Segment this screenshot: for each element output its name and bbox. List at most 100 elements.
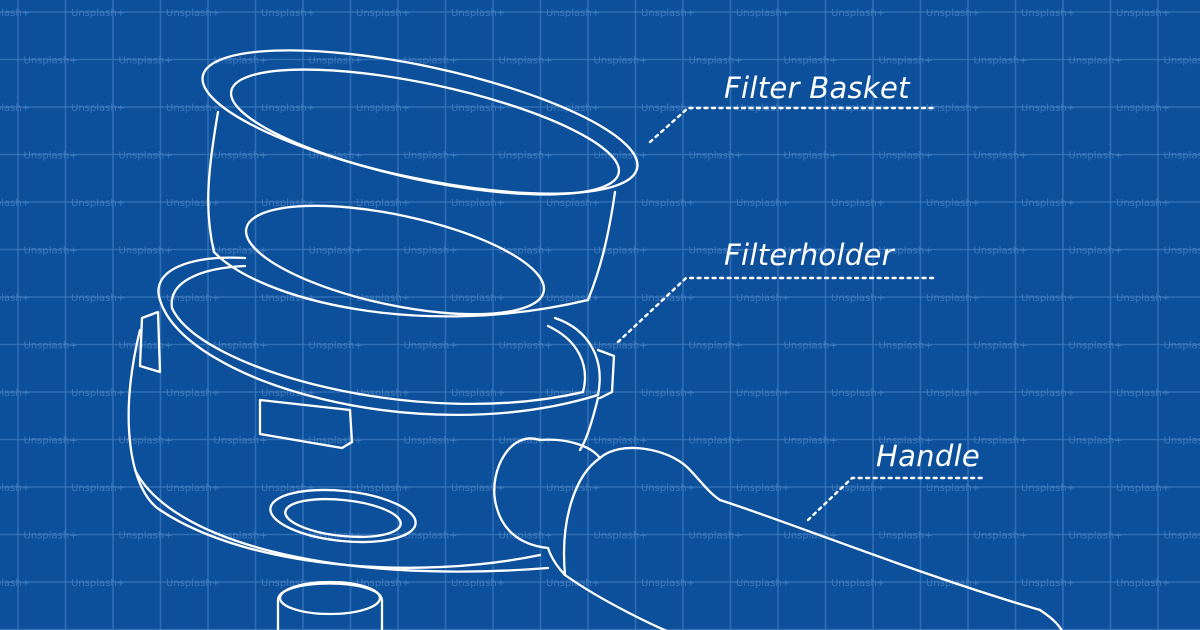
watermark-text: Unsplash+ [119,341,173,352]
watermark-text: Unsplash+ [71,578,125,589]
watermark-text: Unsplash+ [784,341,838,352]
watermark-text: Unsplash+ [926,8,980,19]
filter-basket-rim-inner [229,68,621,196]
callout-leaders [616,106,987,522]
watermark-text: Unsplash+ [736,8,790,19]
filterholder-label: Filterholder [724,238,896,272]
watermark-text: Unsplash+ [1069,56,1123,67]
watermark-text: Unsplash+ [641,578,695,589]
watermark-text: Unsplash+ [356,198,410,209]
watermark-text: Unsplash+ [71,103,125,114]
watermark-text: Unsplash+ [784,436,838,447]
watermark-text: Unsplash+ [404,531,458,542]
watermark-text: Unsplash+ [261,578,315,589]
watermark-text: Unsplash+ [641,103,695,114]
watermark-text: Unsplash+ [689,436,743,447]
watermark-text: Unsplash+ [641,293,695,304]
watermark-text: Unsplash+ [309,151,363,162]
watermark-text: Unsplash+ [1021,198,1075,209]
handle-grip-top [598,446,722,502]
watermark-text: Unsplash+ [1069,436,1123,447]
watermark-text: Unsplash+ [24,56,78,67]
watermark-text: Unsplash+ [404,246,458,257]
filterholder-body-right [578,396,600,452]
watermark-text: Unsplash+ [0,578,30,589]
watermark-text: Unsplash+ [974,341,1028,352]
watermark-text: Unsplash+ [1069,341,1123,352]
watermark-text: Unsplash+ [356,103,410,114]
watermark-text: Unsplash+ [309,56,363,67]
watermark-text: Unsplash+ [71,293,125,304]
watermark-text: Unsplash+ [499,531,553,542]
watermark-text: Unsplash+ [166,483,220,494]
watermark-text: Unsplash+ [784,246,838,257]
filter-basket-drawing [201,49,639,318]
filterholder-rim-right [553,316,601,397]
watermark-text: Unsplash+ [261,388,315,399]
watermark-text: Unsplash+ [404,56,458,67]
watermark-text: Unsplash+ [689,341,743,352]
watermark-text: Unsplash+ [214,531,268,542]
watermark-text: Unsplash+ [309,341,363,352]
watermark-text: Unsplash+ [499,56,553,67]
watermark-text: Unsplash+ [926,293,980,304]
watermark-text: Unsplash+ [1164,151,1200,162]
watermark-text: Unsplash+ [736,103,790,114]
watermark-text: Unsplash+ [214,56,268,67]
watermark-text: Unsplash+ [926,103,980,114]
watermark-text: Unsplash+ [736,198,790,209]
watermark-text: Unsplash+ [451,293,505,304]
watermark-text: Unsplash+ [1164,341,1200,352]
watermark-text: Unsplash+ [546,8,600,19]
watermark-text: Unsplash+ [784,151,838,162]
filterholder-rim-left-inner [170,264,247,310]
filter-basket-bottom [212,250,590,318]
watermark-text: Unsplash+ [736,388,790,399]
spout-tube-opening [278,580,382,616]
watermark-text: Unsplash+ [974,56,1028,67]
handle-collar-bottom [546,546,567,577]
watermark-text: Unsplash+ [261,198,315,209]
watermark-text: Unsplash+ [784,531,838,542]
watermark-text: Unsplash+ [926,388,980,399]
handle-collar-top [538,438,602,460]
watermark-text: Unsplash+ [24,531,78,542]
watermark-text: Unsplash+ [119,151,173,162]
watermark-layer: Unsplash+ Unsplash+ Unsplash+ Unsplash+ Unsp… [0,8,1200,589]
watermark-text: Unsplash+ [71,388,125,399]
watermark-text: Unsplash+ [546,578,600,589]
watermark-text: Unsplash+ [879,56,933,67]
watermark-text: Unsplash+ [451,198,505,209]
watermark-text: Unsplash+ [1116,388,1170,399]
watermark-text: Unsplash+ [356,578,410,589]
watermark-text: Unsplash+ [546,103,600,114]
watermark-text: Unsplash+ [24,341,78,352]
watermark-text: Unsplash+ [451,103,505,114]
watermark-text: Unsplash+ [451,388,505,399]
filterholder-lug [258,398,354,450]
watermark-text: Unsplash+ [356,388,410,399]
watermark-text: Unsplash+ [594,341,648,352]
watermark-text: Unsplash+ [499,151,553,162]
watermark-text: Unsplash+ [1164,246,1200,257]
watermark-text: Unsplash+ [1021,293,1075,304]
filter-basket-floor [244,204,546,316]
watermark-text: Unsplash+ [641,198,695,209]
watermark-text: Unsplash+ [1116,8,1170,19]
filterholder-drawing [127,256,616,630]
watermark-text: Unsplash+ [0,103,30,114]
handle-top-edge [718,498,1042,612]
watermark-text: Unsplash+ [24,436,78,447]
watermark-text: Unsplash+ [166,578,220,589]
watermark-text: Unsplash+ [0,293,30,304]
watermark-text: Unsplash+ [1116,103,1170,114]
watermark-text: Unsplash+ [831,293,885,304]
watermark-text: Unsplash+ [926,483,980,494]
watermark-text: Unsplash+ [736,483,790,494]
watermark-text: Unsplash+ [1021,578,1075,589]
watermark-text: Unsplash+ [831,388,885,399]
watermark-text: Unsplash+ [261,483,315,494]
watermark-text: Unsplash+ [1116,578,1170,589]
